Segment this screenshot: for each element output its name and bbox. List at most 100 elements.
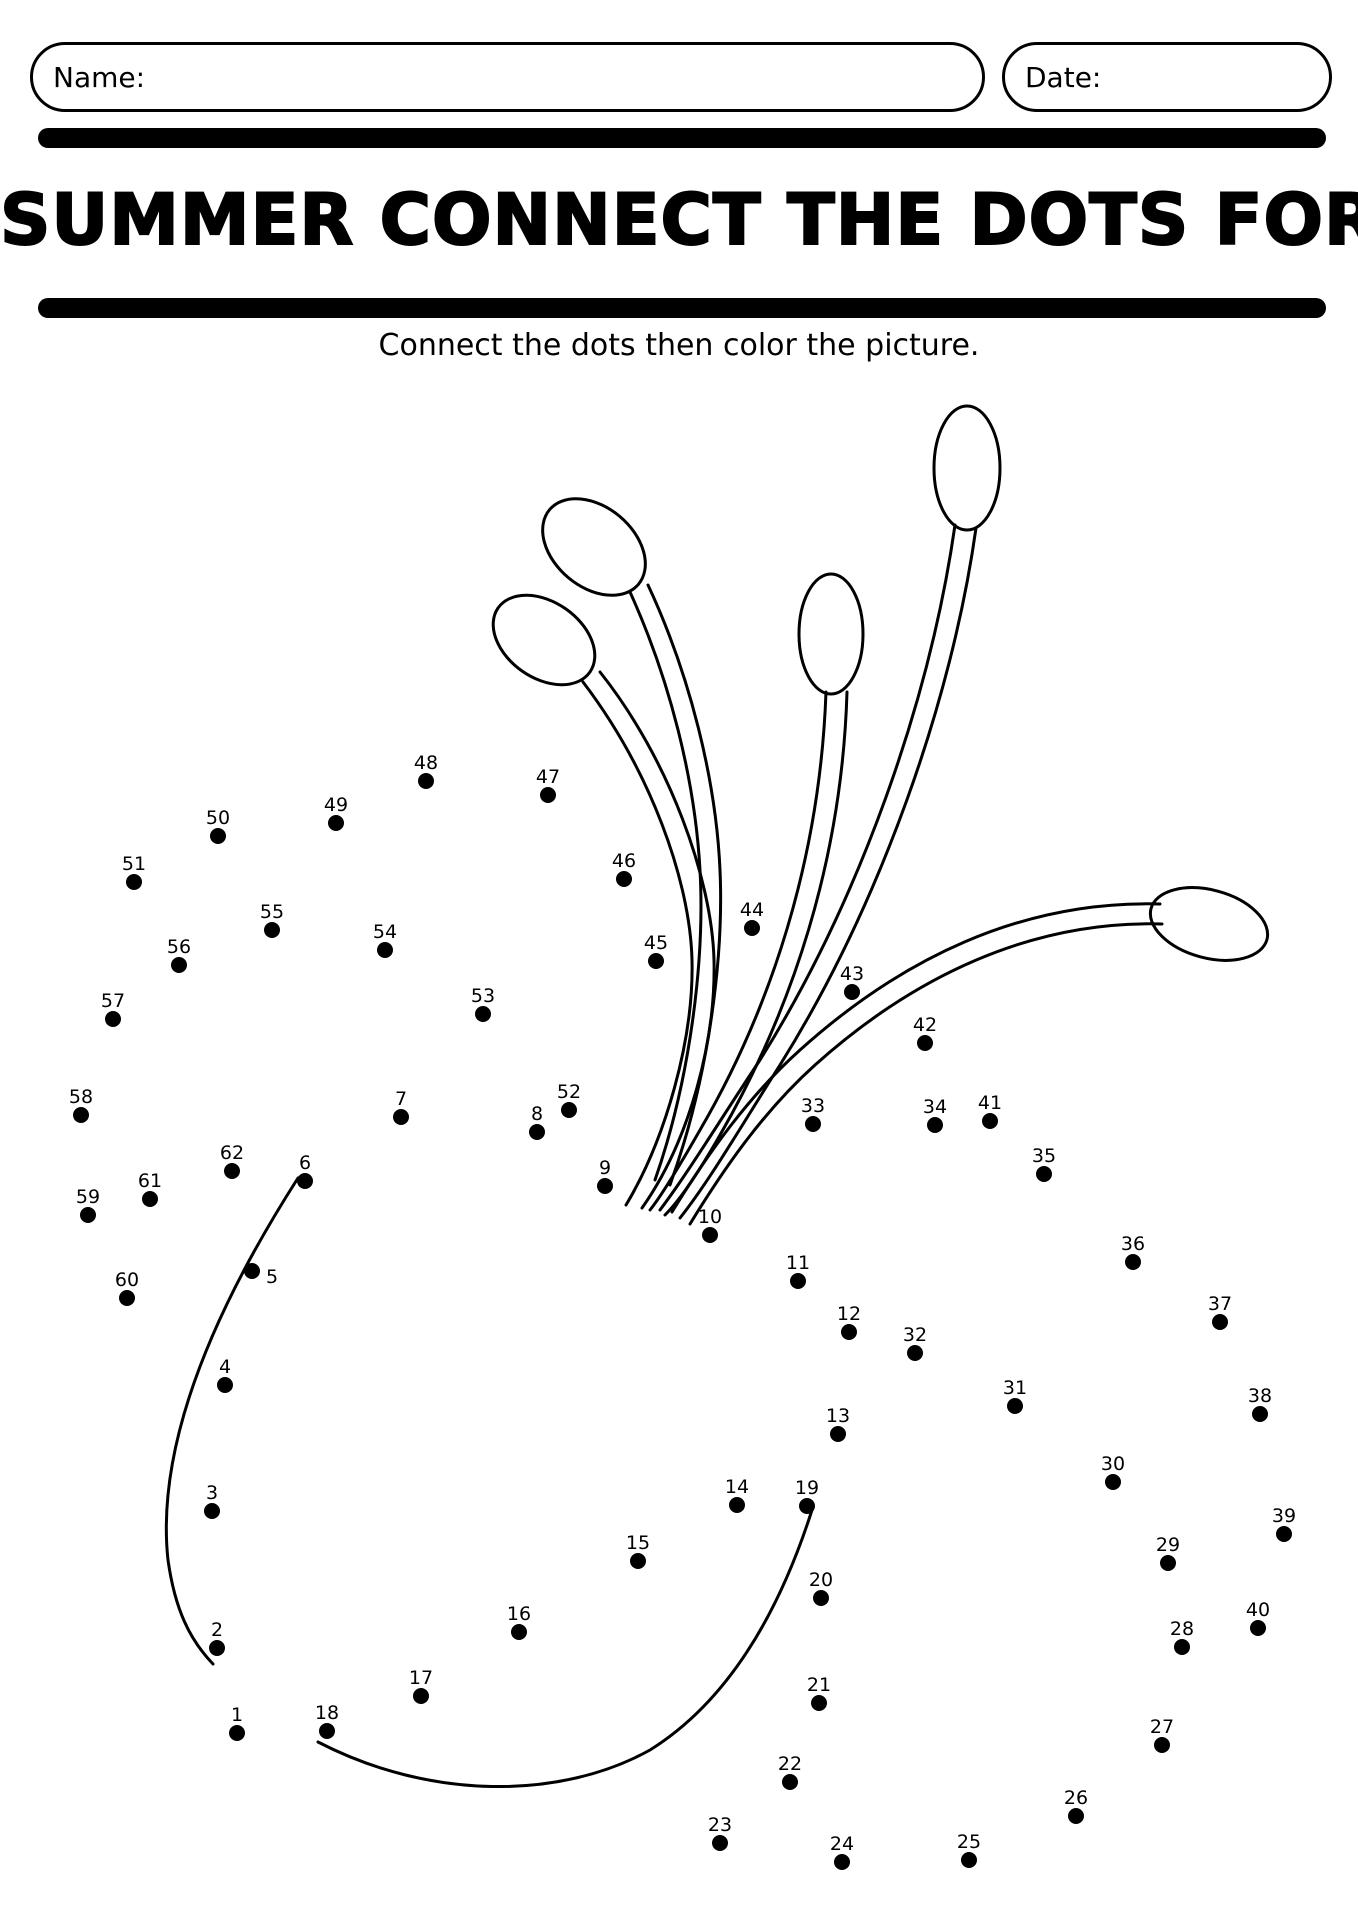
dot-3: 3 xyxy=(204,1482,220,1519)
dot-number: 5 xyxy=(266,1266,278,1288)
dot-marker xyxy=(475,1006,491,1022)
dot-number: 2 xyxy=(211,1619,223,1641)
dot-marker xyxy=(393,1109,409,1125)
left-outline-arc xyxy=(164,1176,300,1666)
dot-marker xyxy=(1252,1406,1268,1422)
dot-number: 18 xyxy=(315,1702,339,1724)
dot-2: 2 xyxy=(209,1619,225,1656)
stem-2 xyxy=(628,590,703,1182)
dot-13: 13 xyxy=(826,1405,850,1442)
stem-4-inner xyxy=(678,526,978,1220)
dot-marker xyxy=(413,1688,429,1704)
dot-number: 10 xyxy=(698,1206,722,1228)
dot-42: 42 xyxy=(913,1014,937,1051)
dot-marker xyxy=(830,1426,846,1442)
dot-58: 58 xyxy=(69,1086,93,1123)
dot-number: 27 xyxy=(1150,1716,1174,1738)
dot-number: 57 xyxy=(101,990,125,1012)
stem-2-inner xyxy=(646,583,723,1187)
dot-32: 32 xyxy=(903,1324,927,1361)
dot-number: 48 xyxy=(414,752,438,774)
date-label: Date: xyxy=(1025,60,1102,94)
dot-marker xyxy=(105,1011,121,1027)
dot-marker xyxy=(813,1590,829,1606)
stem-3 xyxy=(648,690,828,1212)
dot-53: 53 xyxy=(471,985,495,1022)
pre-drawn-outline xyxy=(164,404,1270,1789)
dot-marker xyxy=(1036,1166,1052,1182)
bottom-divider xyxy=(38,298,1326,318)
dot-38: 38 xyxy=(1248,1385,1272,1422)
dot-44: 44 xyxy=(740,899,764,936)
dot-marker xyxy=(744,920,760,936)
dot-marker xyxy=(790,1273,806,1289)
dot-marker xyxy=(377,942,393,958)
dot-28: 28 xyxy=(1170,1618,1194,1655)
dot-21: 21 xyxy=(807,1674,831,1711)
dot-48: 48 xyxy=(414,752,438,789)
dot-number: 55 xyxy=(260,901,284,923)
dot-number: 28 xyxy=(1170,1618,1194,1640)
name-field[interactable]: Name: xyxy=(30,42,985,112)
dot-57: 57 xyxy=(101,990,125,1027)
dot-marker xyxy=(597,1178,613,1194)
dot-marker xyxy=(171,957,187,973)
dot-marker xyxy=(80,1207,96,1223)
dot-20: 20 xyxy=(809,1569,833,1606)
dot-14: 14 xyxy=(725,1476,749,1513)
dot-marker xyxy=(1068,1808,1084,1824)
stem-tip-5 xyxy=(1148,886,1270,962)
dot-marker xyxy=(1276,1526,1292,1542)
dot-16: 16 xyxy=(507,1603,531,1640)
dot-19: 19 xyxy=(795,1477,819,1514)
dot-marker xyxy=(119,1290,135,1306)
dot-marker xyxy=(1174,1639,1190,1655)
dot-number: 39 xyxy=(1272,1505,1296,1527)
dot-marker xyxy=(630,1553,646,1569)
dot-number: 52 xyxy=(557,1081,581,1103)
stem-5 xyxy=(670,902,1162,1214)
dot-number: 59 xyxy=(76,1186,100,1208)
dot-number: 45 xyxy=(644,932,668,954)
dot-number: 12 xyxy=(837,1303,861,1325)
dot-number: 17 xyxy=(409,1667,433,1689)
dot-62: 62 xyxy=(220,1142,244,1179)
dot-marker xyxy=(844,984,860,1000)
stem-5-inner xyxy=(688,922,1164,1226)
dot-23: 23 xyxy=(708,1814,732,1851)
dot-marker xyxy=(264,922,280,938)
dot-marker xyxy=(297,1173,313,1189)
dot-marker xyxy=(328,815,344,831)
dot-26: 26 xyxy=(1064,1787,1088,1824)
dot-number: 56 xyxy=(167,936,191,958)
dot-18: 18 xyxy=(315,1702,339,1739)
dot-number: 60 xyxy=(115,1269,139,1291)
dot-marker xyxy=(702,1227,718,1243)
dot-number: 1 xyxy=(231,1704,243,1726)
stem-tip-1 xyxy=(491,593,597,687)
dot-number: 33 xyxy=(801,1095,825,1117)
dot-number: 15 xyxy=(626,1532,650,1554)
date-field[interactable]: Date: xyxy=(1002,42,1332,112)
dot-number: 26 xyxy=(1064,1787,1088,1809)
dot-marker xyxy=(244,1263,260,1279)
dot-number: 19 xyxy=(795,1477,819,1499)
stem-tip-4 xyxy=(932,404,1002,532)
dot-59: 59 xyxy=(76,1186,100,1223)
dot-number: 50 xyxy=(206,807,230,829)
dot-number: 47 xyxy=(536,766,560,788)
dot-51: 51 xyxy=(122,853,146,890)
dot-52: 52 xyxy=(557,1081,581,1118)
dot-marker xyxy=(73,1107,89,1123)
dot-number: 9 xyxy=(599,1157,611,1179)
dot-marker xyxy=(224,1163,240,1179)
dot-12: 12 xyxy=(837,1303,861,1340)
bottom-outline-arc xyxy=(316,1508,814,1789)
dot-marker xyxy=(1212,1314,1228,1330)
dot-marker xyxy=(961,1852,977,1868)
dot-number: 30 xyxy=(1101,1453,1125,1475)
dot-marker xyxy=(529,1124,545,1140)
dot-marker xyxy=(142,1191,158,1207)
dot-number: 37 xyxy=(1208,1293,1232,1315)
